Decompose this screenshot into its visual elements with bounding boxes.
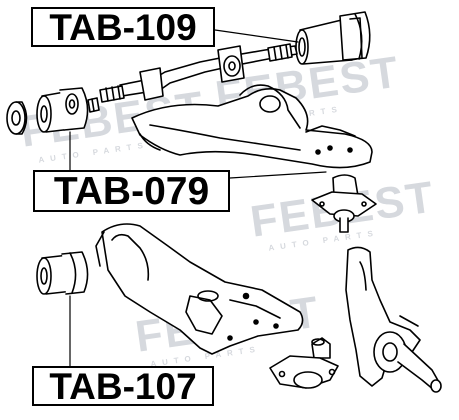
upper-pivot-shaft (99, 43, 298, 103)
part-label-tab-107: TAB-107 (32, 366, 214, 406)
lower-control-arm (95, 223, 304, 355)
leader-tab-079-arm (229, 171, 327, 179)
upper-control-arm (131, 84, 373, 169)
part-label-tab-079: TAB-079 (33, 170, 230, 212)
part-label-tab-109: TAB-109 (31, 7, 215, 47)
washer (6, 101, 28, 135)
leader-tab-109 (214, 29, 299, 43)
bushing-tab-109 (295, 11, 371, 65)
bushing-tab-107 (36, 251, 89, 295)
lower-ball-joint (269, 337, 339, 389)
nut (87, 97, 100, 113)
steering-knuckle (345, 246, 442, 393)
bushing-tab-079 (36, 87, 89, 133)
upper-ball-joint (311, 174, 377, 233)
